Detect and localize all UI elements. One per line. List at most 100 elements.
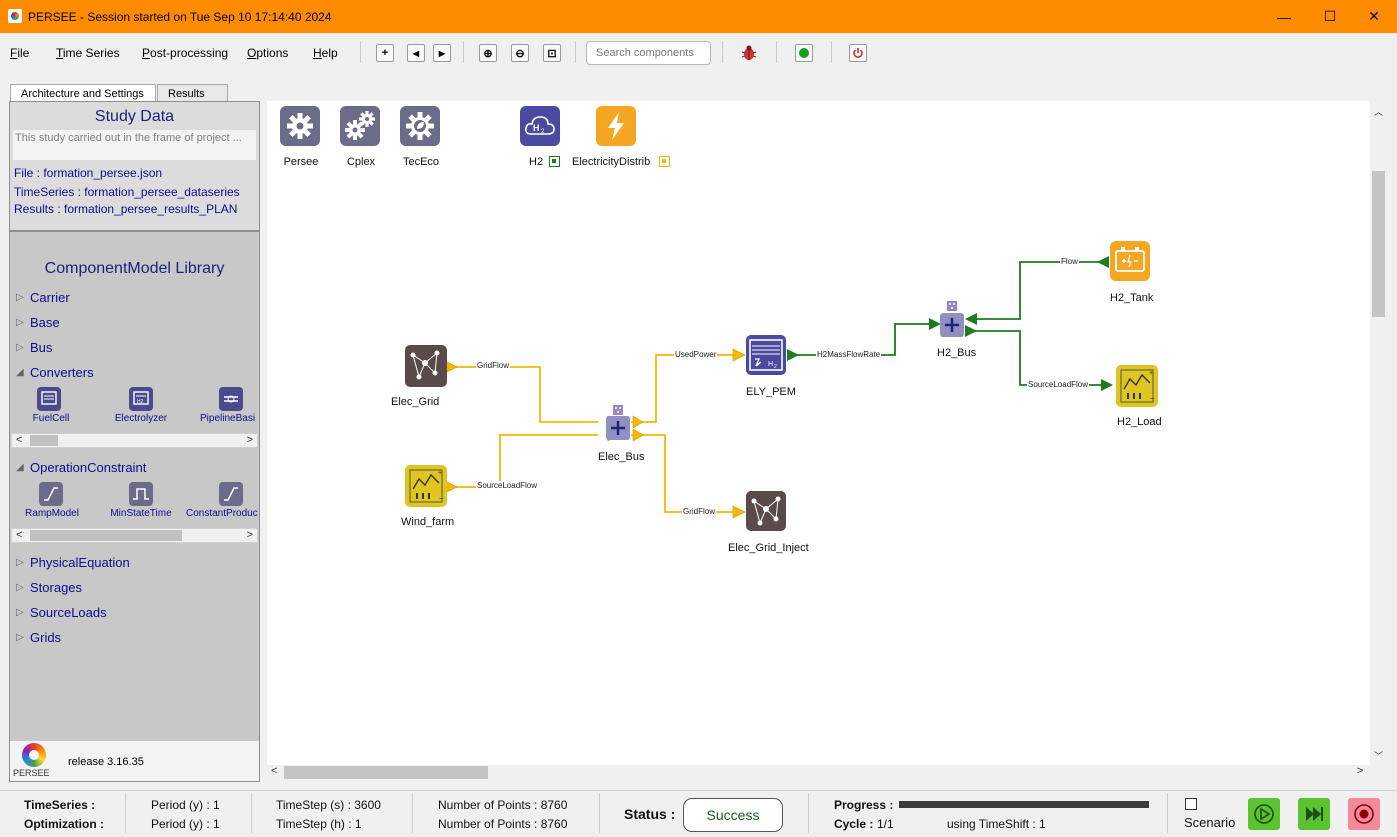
tree-item-base[interactable]: ▷Base [16, 312, 60, 332]
run-button[interactable] [1248, 798, 1280, 830]
svg-text:H: H [533, 123, 540, 133]
node-h2-tank[interactable] [1110, 241, 1150, 281]
scroll-down-icon[interactable]: ﹀ [1374, 751, 1384, 761]
h2-bus-handle[interactable] [946, 300, 958, 311]
edge-gridflow-elec-grid[interactable] [451, 366, 598, 423]
add-button[interactable]: + [376, 44, 394, 62]
pipeline-icon [219, 387, 243, 411]
tececo-component[interactable] [400, 106, 440, 146]
tree-item-grids[interactable]: ▷Grids [16, 627, 61, 647]
node-ely-pem-label: ELY_PEM [746, 386, 796, 398]
menu-post-processing[interactable]: Post-processing [142, 46, 229, 60]
constant-production-icon [219, 482, 243, 506]
vertical-scroll-thumb[interactable] [1372, 171, 1385, 317]
edge-flow-tank[interactable] [967, 261, 1107, 320]
next-button[interactable]: ▶ [433, 44, 451, 62]
h2-color-swatch[interactable] [549, 156, 560, 167]
tree-item-sourceloads[interactable]: ▷SourceLoads [16, 602, 107, 622]
progress-bar [899, 801, 1149, 808]
status-period-optimization: Period (y) : 1 [151, 817, 220, 831]
fit-view-button[interactable]: ⊡ [543, 44, 561, 62]
tab-results[interactable]: Results [157, 84, 228, 102]
stop-button[interactable] [1348, 798, 1380, 830]
edge-gridflow-inject[interactable] [631, 434, 741, 513]
electricity-color-swatch[interactable] [659, 156, 670, 167]
tececo-label: TecEco [402, 156, 440, 168]
grid-network-icon [410, 350, 440, 380]
search-components-input[interactable] [586, 41, 711, 65]
cycle-value: 1/1 [877, 817, 894, 831]
toolbar-separator [722, 41, 723, 63]
node-h2-bus[interactable] [940, 313, 964, 337]
collapse-triangle-icon: ◢ [16, 461, 24, 473]
tree-item-storages[interactable]: ▷Storages [16, 577, 82, 597]
edge-usedpower[interactable] [631, 354, 741, 423]
persee-component[interactable] [280, 106, 320, 146]
zoom-in-button[interactable]: ⊕ [479, 44, 497, 62]
converters-scrollbar[interactable]: <> [11, 433, 258, 448]
minimize-button[interactable]: — [1277, 8, 1291, 25]
previous-button[interactable]: ◀ [407, 44, 425, 62]
library-fuelcell[interactable] [37, 387, 61, 411]
library-electrolyzer[interactable]: H2 [129, 387, 153, 411]
scenario-checkbox[interactable] [1185, 798, 1197, 810]
edge-sourceloadflow-wind[interactable] [451, 434, 598, 488]
tree-item-label: Storages [30, 579, 83, 595]
scroll-right-icon[interactable]: > [1357, 765, 1364, 777]
green-dot-icon [799, 48, 809, 58]
node-h2-load[interactable]: +− [1116, 365, 1158, 407]
electricity-carrier-component[interactable] [596, 106, 636, 146]
tree-item-label: OperationConstraint [30, 459, 147, 475]
bus-handle-icon [613, 405, 623, 415]
zoom-out-button[interactable]: ⊖ [511, 44, 529, 62]
node-elec-bus[interactable] [606, 416, 630, 440]
library-pipeline[interactable] [219, 387, 243, 411]
scroll-up-icon[interactable]: ︿ [1374, 107, 1384, 117]
edge-sourceloadflow-h2load[interactable] [967, 330, 1111, 386]
status-separator [125, 793, 126, 833]
library-rampmodel[interactable] [39, 482, 63, 506]
node-elec-grid[interactable] [405, 345, 447, 387]
tree-item-physicalequation[interactable]: ▷PhysicalEquation [16, 552, 130, 572]
constraints-scrollbar[interactable]: <> [11, 528, 258, 543]
horizontal-scroll-thumb[interactable] [284, 766, 488, 779]
tree-item-carrier[interactable]: ▷Carrier [16, 287, 70, 307]
status-green-button[interactable] [795, 44, 813, 62]
tab-architecture-and-settings[interactable]: Architecture and Settings [10, 84, 156, 102]
electricity-carrier-label: ElectricityDistrib [572, 156, 651, 168]
scroll-left-icon[interactable]: < [271, 765, 278, 777]
node-elec-grid-inject[interactable] [746, 491, 786, 531]
close-button[interactable]: ✕ [1368, 8, 1380, 24]
edge-label-gridflow: GridFlow [682, 507, 717, 516]
edge-label-flow: Flow [1060, 257, 1079, 266]
elec-bus-handle[interactable] [612, 404, 624, 415]
canvas-vertical-scrollbar[interactable]: ︿ ﹀ [1370, 101, 1387, 765]
canvas-horizontal-scrollbar[interactable]: < > [267, 765, 1370, 780]
tree-item-operationconstraint[interactable]: ◢ OperationConstraint [16, 457, 146, 477]
tree-item-bus[interactable]: ▷Bus [16, 337, 52, 357]
menu-file[interactable]: File [10, 46, 30, 60]
library-minstatetime[interactable] [129, 482, 153, 506]
cplex-component[interactable] [340, 106, 380, 146]
node-wind-farm[interactable]: +− [405, 465, 447, 507]
status-separator [599, 793, 600, 833]
menu-help[interactable]: Help [313, 46, 338, 60]
plus-bus-icon [611, 421, 625, 435]
library-constantproduction[interactable] [219, 482, 243, 506]
svg-text:+: + [438, 470, 442, 477]
power-button[interactable] [849, 44, 867, 62]
edge-label-usedpower: UsedPower [674, 350, 718, 359]
tree-item-converters[interactable]: ◢Converters [16, 362, 94, 382]
maximize-button[interactable]: ☐ [1323, 8, 1337, 24]
source-load-icon: +− [1120, 369, 1155, 403]
study-description-field[interactable]: This study carried out in the frame of p… [13, 130, 256, 160]
debug-bug-button[interactable] [740, 44, 758, 62]
menu-options[interactable]: Options [247, 46, 289, 60]
run-all-button[interactable] [1298, 798, 1330, 830]
expand-triangle-icon: ▷ [16, 291, 24, 303]
menu-time-series[interactable]: Time Series [56, 46, 120, 60]
progress-label: Progress : [834, 798, 894, 812]
